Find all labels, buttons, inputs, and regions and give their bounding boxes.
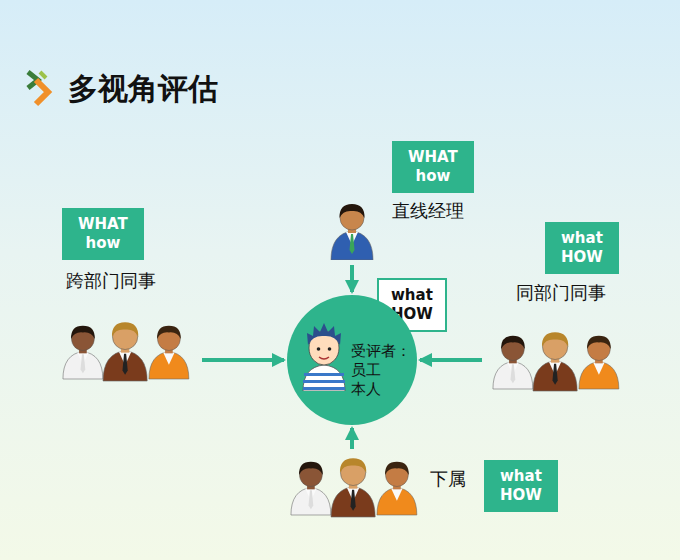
people-icon [62, 318, 196, 382]
label-box: WHAT how [392, 141, 474, 193]
group-label: 同部门同事 [516, 282, 606, 304]
box-text: what HOW [500, 467, 542, 505]
people-icon [290, 454, 424, 518]
people-group: 直线经理 [330, 198, 476, 260]
box-text: WHAT how [408, 148, 458, 186]
people-icon [492, 328, 626, 392]
people-group: 同部门同事 [488, 280, 628, 392]
group-label: 直线经理 [392, 200, 464, 222]
avatar-icon [299, 321, 349, 391]
circle-text: 受评者： 员工 本人 [351, 342, 413, 399]
center-circle: 受评者： 员工 本人 [287, 295, 417, 425]
label-box: WHAT how [62, 208, 144, 260]
arrow-connector [350, 265, 354, 292]
label-box: what HOW [545, 222, 619, 274]
box-text: WHAT how [78, 215, 128, 253]
box-text: what HOW [561, 229, 603, 267]
arrow-connector [350, 428, 354, 449]
group-label: 跨部门同事 [66, 270, 156, 292]
arrow-connector [202, 358, 284, 362]
group-label: 下属 [430, 468, 466, 490]
people-group: 下属 [290, 454, 472, 518]
diagram-title: 多视角评估 [68, 69, 218, 110]
people-group: 跨部门同事 [60, 262, 196, 382]
people-icon [330, 200, 374, 260]
label-box: what HOW [484, 460, 558, 512]
arrow-connector [420, 358, 482, 362]
